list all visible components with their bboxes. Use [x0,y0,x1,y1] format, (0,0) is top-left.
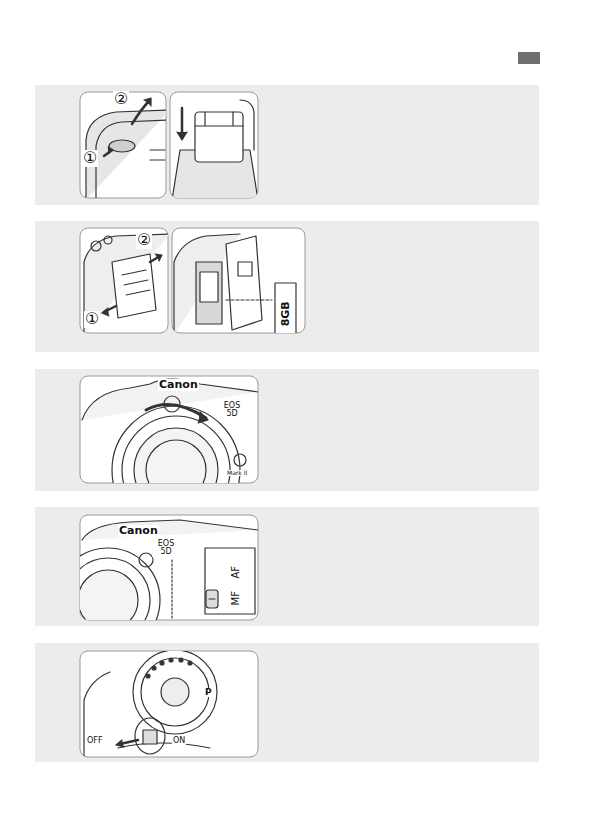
power-switch-drawing [84,651,217,757]
switch-label: AF [231,565,242,580]
model-name: EOS 5D [218,402,246,419]
lens-mount-drawing [82,379,258,483]
callout-number: ① [84,311,100,328]
card-slot-drawing [174,234,296,333]
dial-mode: P [204,688,213,697]
step-panels [35,85,539,762]
model-name: EOS 5D [152,540,180,557]
card-capacity: 8GB [280,300,292,327]
card-door-drawing [84,234,168,333]
switch-label: MF [231,590,242,606]
callout-number: ① [82,150,98,167]
focus-switch-drawing [80,520,258,620]
switch-position: OFF [86,737,104,745]
switch-position: ON [172,737,186,745]
section-tab [518,52,540,64]
brand-logo: Canon [158,379,199,391]
grip-drawing [86,98,166,198]
battery-drawing [172,100,258,198]
brand-logo: Canon [118,525,159,537]
illustration-frames [80,92,305,757]
model-mark: Mark II [226,470,248,476]
callout-number: ② [113,91,129,108]
callout-number: ② [136,232,152,249]
